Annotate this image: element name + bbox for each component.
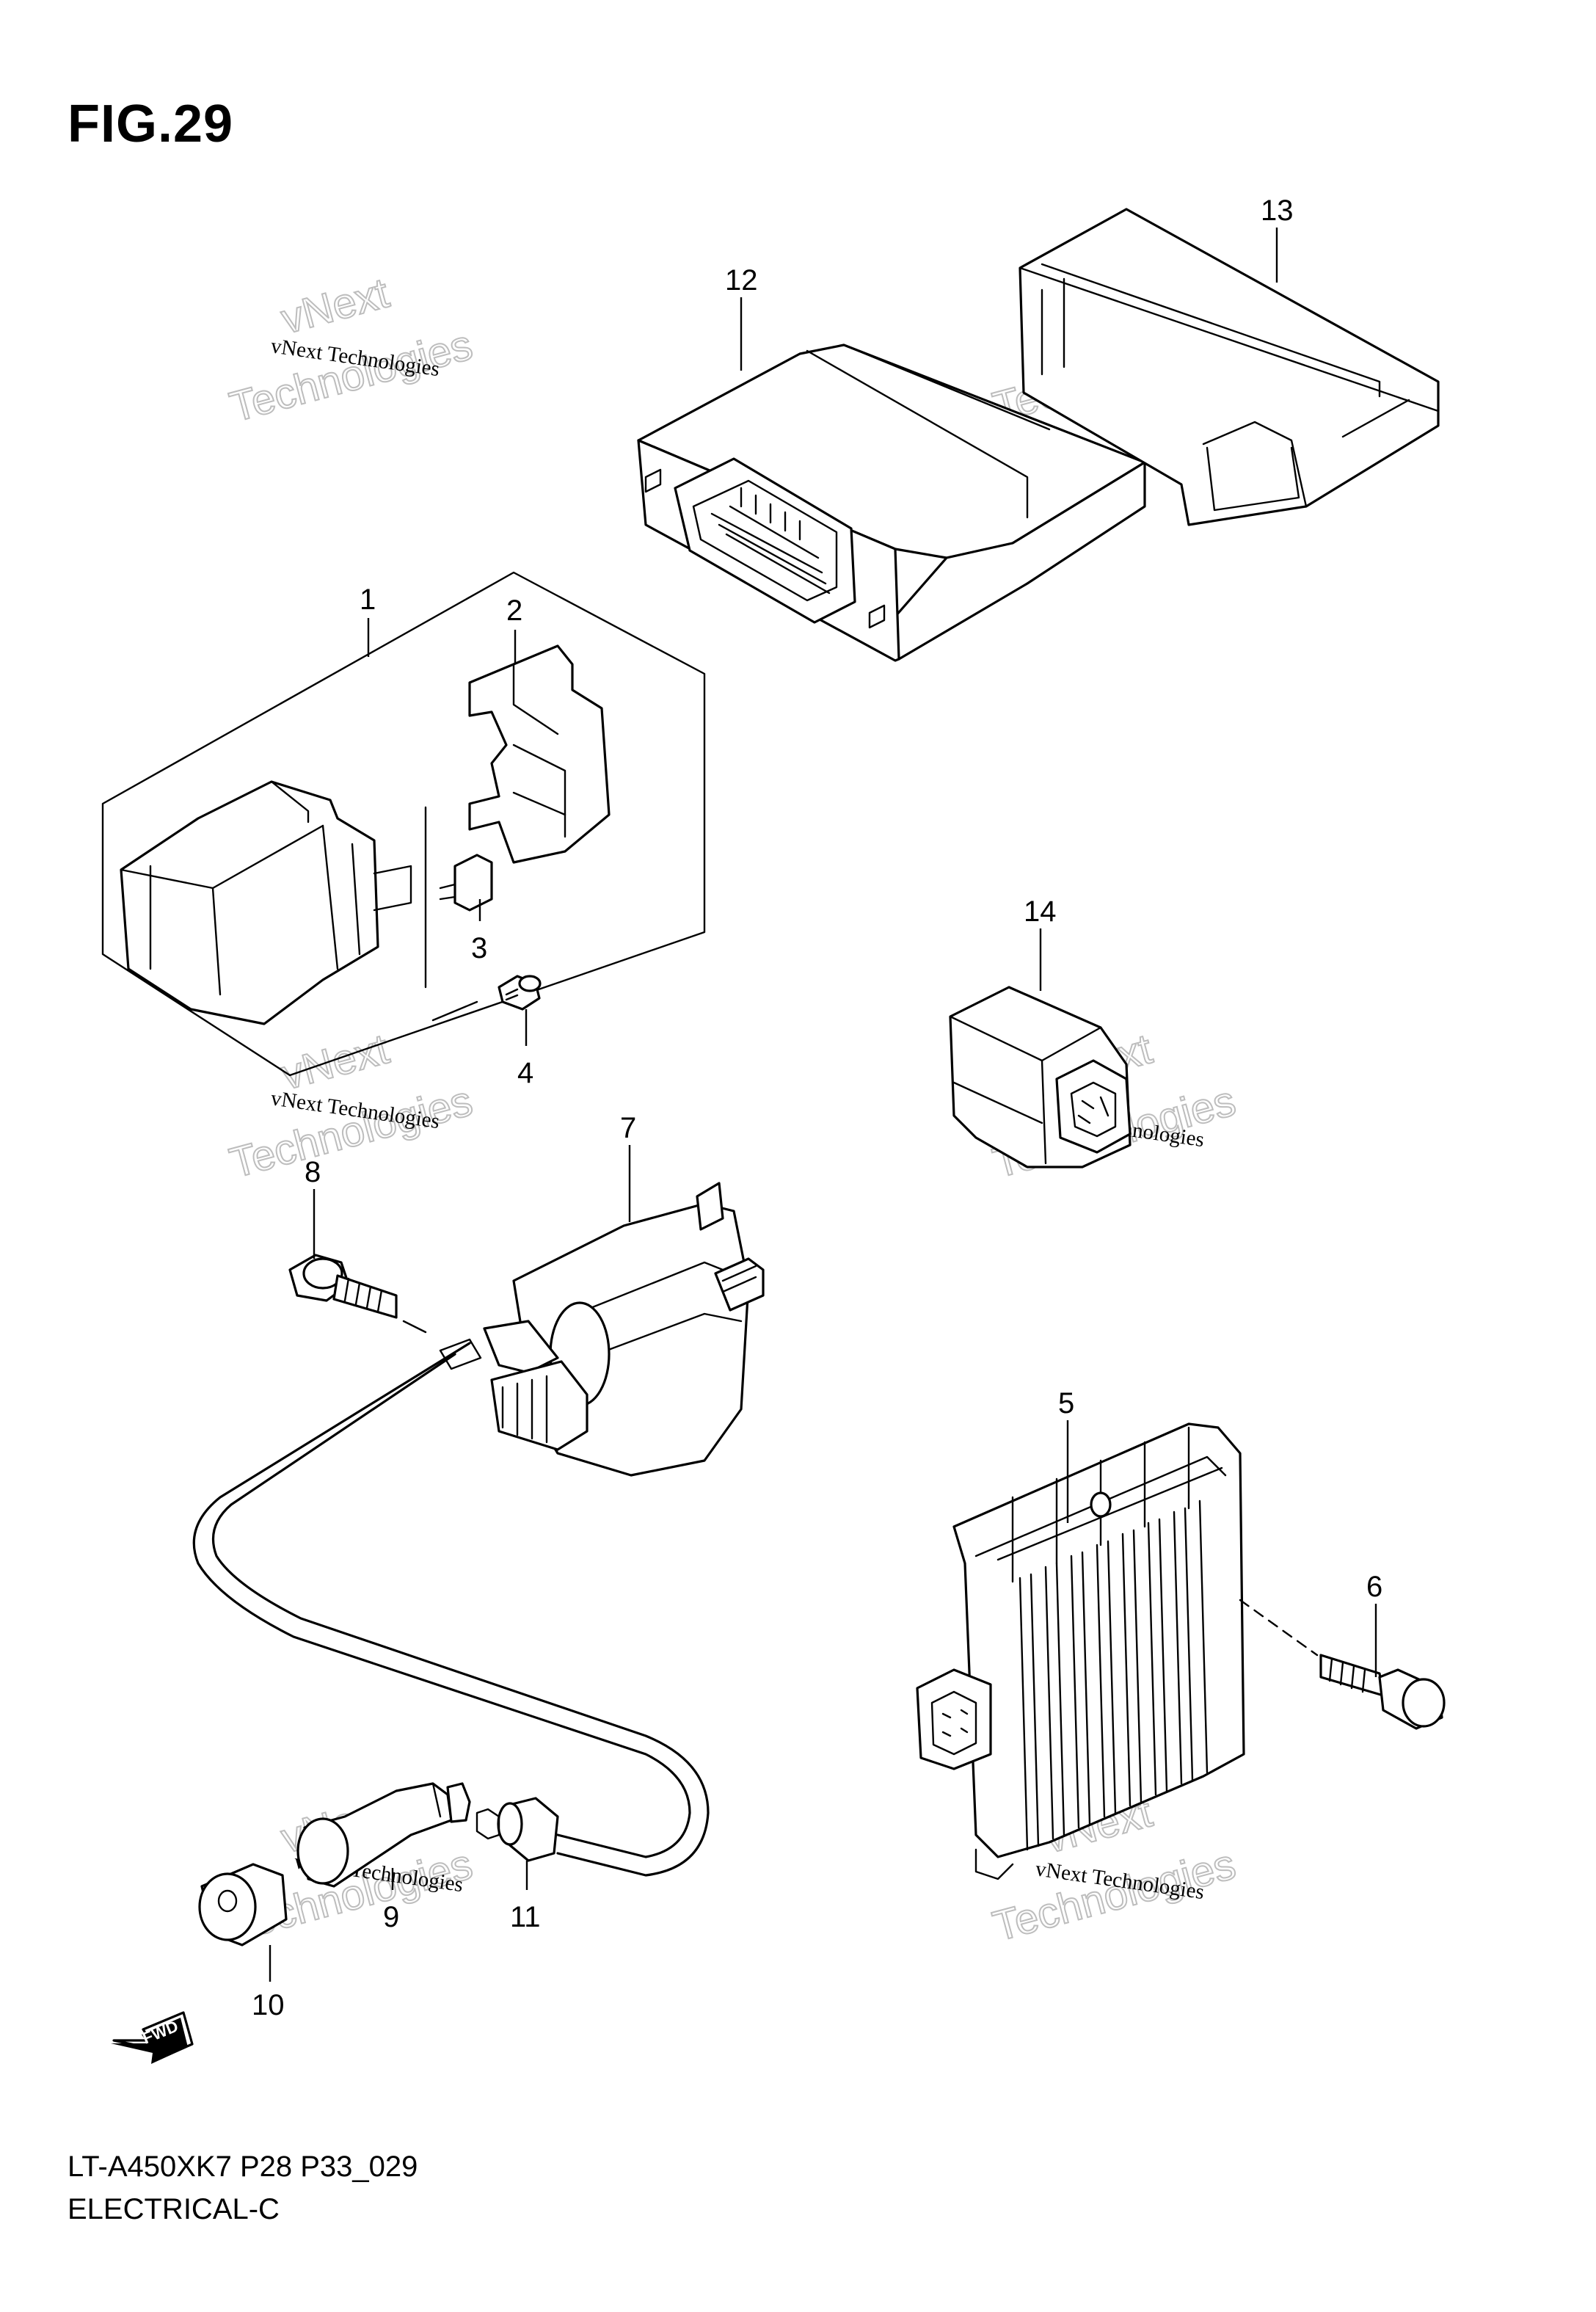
callout-1: 1: [360, 584, 376, 616]
callout-9: 9: [383, 1901, 399, 1933]
part-13-ecm-cover: [1019, 208, 1440, 526]
part-11-wire-joint: [475, 1797, 559, 1862]
part-14-relay: [949, 986, 1132, 1168]
svg-text:Technologies: Technologies: [225, 321, 478, 431]
part-9-plug-cap: [296, 1782, 471, 1888]
callout-11: 11: [510, 1901, 541, 1933]
callout-12: 12: [725, 264, 758, 297]
callout-13: 13: [1261, 195, 1294, 227]
leader-lines: [269, 228, 1377, 1982]
svg-text:Technologies: Technologies: [225, 1077, 478, 1187]
part-1-starter-relay-assembly: [101, 571, 706, 1077]
watermark-mid-left: vNext Technologies vNext Technologies: [225, 1024, 478, 1188]
svg-text:vNext: vNext: [277, 1025, 394, 1099]
part-4-screw: [498, 975, 542, 1011]
part-10-plug-cover: [198, 1863, 288, 1946]
callout-8: 8: [305, 1156, 321, 1188]
footer-model-code: LT-A450XK7 P28 P33_029: [68, 2151, 418, 2183]
alignment-line-bolt-8: [402, 1320, 427, 1334]
footer-section-name: ELECTRICAL-C: [68, 2193, 280, 2225]
callout-14: 14: [1024, 895, 1057, 928]
part-6-bolt: [1239, 1599, 1446, 1730]
watermark-top-left: vNext Technologies vNext Technologies: [225, 268, 478, 432]
callout-6: 6: [1366, 1571, 1382, 1603]
callout-10: 10: [252, 1989, 285, 2021]
part-7-ignition-coil: [483, 1182, 765, 1477]
callout-4: 4: [517, 1057, 533, 1089]
part-8-bolt: [288, 1254, 398, 1319]
callout-3: 3: [471, 932, 487, 964]
part-2-relay-cover: [468, 644, 611, 864]
spark-plug-wire: [192, 1338, 710, 1877]
svg-text:vNext: vNext: [277, 269, 394, 343]
callout-labels: 1 2 3 4 5 6 7 8 9 10 11 12 13 14: [252, 195, 1382, 2021]
fwd-arrow-icon: FWD: [111, 2011, 194, 2064]
figure-title: FIG.29: [68, 95, 234, 153]
callout-5: 5: [1058, 1387, 1074, 1419]
part-5-regulator-rectifier: [916, 1422, 1245, 1880]
part-12-ecm-unit: [637, 343, 1146, 662]
callout-2: 2: [506, 595, 522, 627]
callout-7: 7: [620, 1112, 636, 1144]
part-3-fuse: [439, 854, 493, 912]
